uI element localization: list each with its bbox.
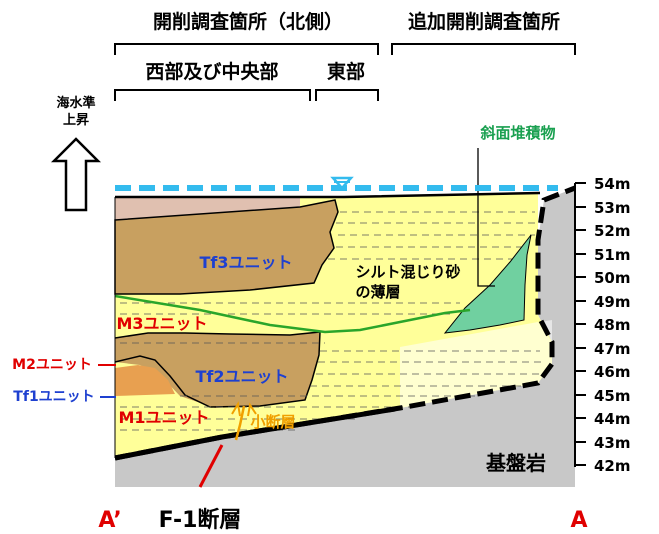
pink-surface — [115, 197, 300, 220]
slope-deposit — [443, 234, 532, 334]
tf3-unit — [114, 199, 339, 295]
lamination-lines — [120, 211, 545, 431]
tf2-unit — [115, 332, 320, 408]
trench-floor-solid — [114, 406, 396, 461]
minor-fault-arrow — [231, 401, 257, 417]
tick-label-45m: 45m — [594, 387, 631, 405]
elevation-tick-labels: 54m 53m 52m 51m 50m 49m 48m 47m 46m 45m … — [594, 175, 631, 475]
tick-label-51m: 51m — [594, 246, 631, 264]
silt-thin-layer-line — [114, 294, 471, 334]
header-trench-added: 追加開削調査箇所 — [408, 10, 560, 33]
bracket-trench-north — [114, 43, 379, 55]
label-fault-f1: F-1断層 — [159, 507, 242, 533]
label-tf3-unit: Tf3ユニット — [199, 253, 292, 272]
tick-label-47m: 47m — [594, 340, 631, 358]
minor-fault-line — [234, 405, 246, 441]
label-minor-fault: 小断層 — [250, 413, 295, 431]
header-brackets — [114, 43, 576, 101]
tf1-unit — [115, 365, 175, 396]
header-east: 東部 — [327, 60, 365, 83]
bracket-east — [315, 89, 379, 101]
sea-level-label-line1: 海水準 — [56, 95, 95, 111]
label-silt-line2: の薄層 — [355, 283, 400, 301]
tick-label-52m: 52m — [594, 222, 631, 240]
tick-label-43m: 43m — [594, 434, 631, 452]
label-m3-unit: M3ユニット — [116, 314, 207, 333]
tick-label-48m: 48m — [594, 316, 631, 334]
label-silt-line1: シルト混じり砂 — [355, 263, 460, 281]
tf2-outline — [114, 331, 321, 408]
tick-label-54m: 54m — [594, 175, 631, 193]
tick-label-44m: 44m — [594, 410, 631, 428]
label-m2-unit: M2ユニット — [12, 357, 92, 373]
bedrock — [115, 188, 575, 487]
fault-line — [198, 444, 224, 488]
label-tf1-unit: Tf1ユニット — [13, 389, 94, 405]
trench-top-line — [115, 191, 541, 199]
elevation-axis — [574, 182, 586, 467]
tick-label-50m: 50m — [594, 269, 631, 287]
bracket-trench-added — [391, 43, 576, 55]
tick-label-49m: 49m — [594, 293, 631, 311]
label-slope-deposit: 斜面堆積物 — [479, 124, 555, 142]
header-west-central: 西部及び中央部 — [145, 60, 278, 83]
sea-level-label-line2: 上昇 — [63, 113, 89, 128]
tick-label-42m: 42m — [594, 457, 631, 475]
header-trench-north: 開削調査箇所（北側） — [153, 10, 343, 33]
label-a-prime: A’ — [98, 508, 121, 533]
label-a: A — [570, 508, 587, 533]
tick-label-53m: 53m — [594, 199, 631, 217]
up-arrow-icon — [50, 137, 102, 212]
tick-label-46m: 46m — [594, 363, 631, 381]
bracket-west-central — [114, 89, 311, 101]
label-m1-unit: M1ユニット — [118, 408, 209, 427]
label-tf2-unit: Tf2ユニット — [195, 367, 288, 386]
label-bedrock: 基盤岩 — [486, 451, 546, 475]
